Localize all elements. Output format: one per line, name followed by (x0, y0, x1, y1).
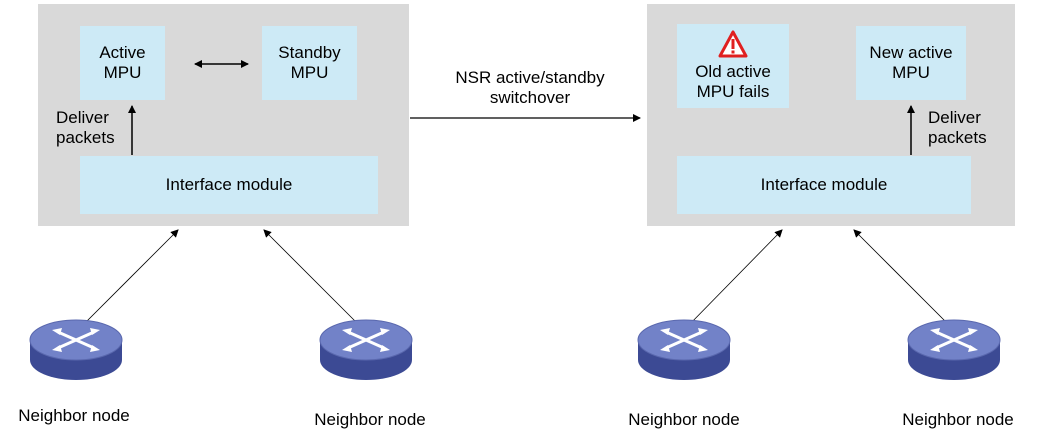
warning-icon (718, 30, 748, 58)
old-active-mpu-box: Old active MPU fails (677, 24, 789, 108)
router-icon (29, 319, 123, 380)
router-icon (319, 319, 413, 380)
standby-mpu-box: Standby MPU (262, 26, 357, 100)
link-right-1 (685, 229, 783, 329)
link-left-2 (263, 229, 363, 329)
router-icon (637, 319, 731, 380)
old-active-mpu-label: Old active MPU fails (695, 62, 771, 101)
right-interface-module: Interface module (677, 156, 971, 214)
neighbor-node-label: Neighbor node (902, 410, 1014, 429)
switchover-label: NSR active/standby switchover (455, 68, 605, 107)
link-right-2 (853, 229, 953, 329)
link-left-1 (79, 229, 179, 329)
router-icon (907, 319, 1001, 380)
left-interface-module: Interface module (80, 156, 378, 214)
left-deliver-label: Deliver packets (56, 108, 115, 147)
neighbor-node-label: Neighbor node (18, 406, 130, 425)
right-deliver-label: Deliver packets (928, 108, 987, 147)
new-active-mpu-box: New active MPU (856, 26, 966, 100)
neighbor-node-label: Neighbor node (314, 410, 426, 429)
active-mpu-box: Active MPU (80, 26, 165, 100)
neighbor-node-label: Neighbor node (628, 410, 740, 429)
